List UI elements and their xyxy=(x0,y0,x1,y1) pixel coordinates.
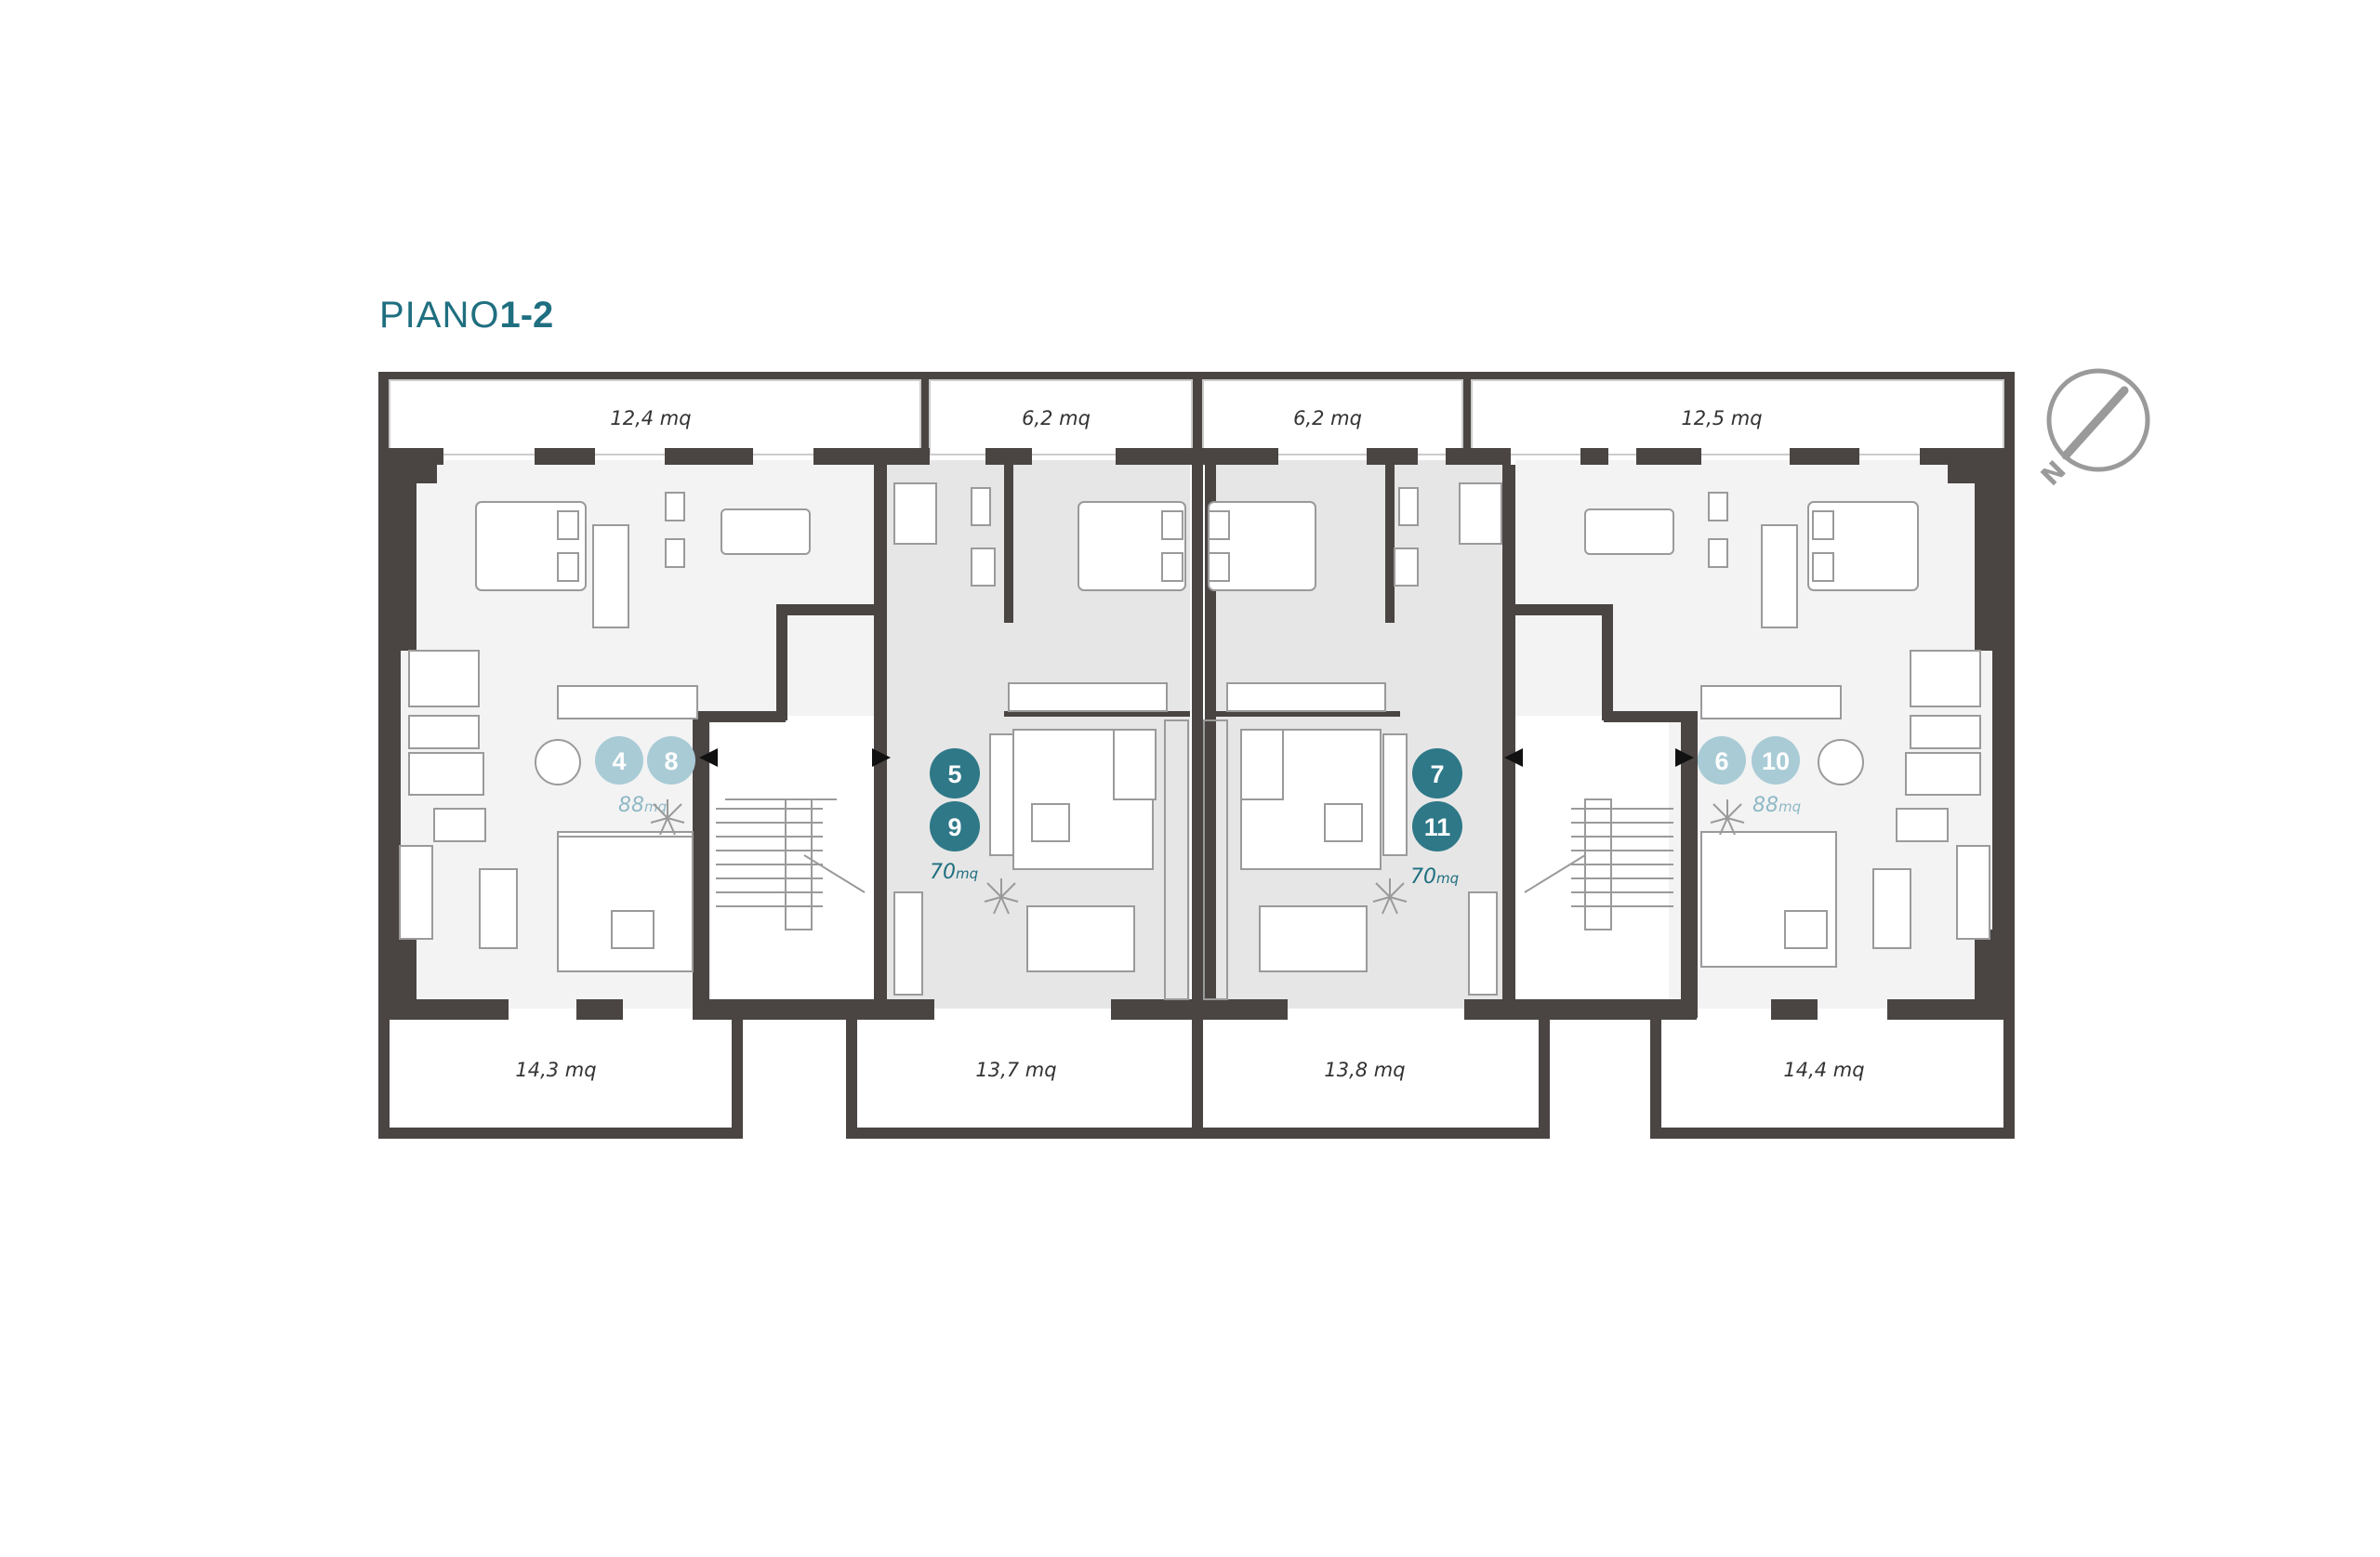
unit-badge-4[interactable]: 4 xyxy=(595,736,643,785)
unit-size-east: 88mq xyxy=(1752,794,1801,817)
stairwell-west xyxy=(711,716,874,999)
west-apartment-furniture xyxy=(399,492,866,972)
north-arrow-icon: N xyxy=(2035,368,2150,492)
terrace-area-bottom-3: 13,8 mq xyxy=(1324,1059,1405,1081)
center-west-furniture xyxy=(893,482,1189,1000)
svg-text:11: 11 xyxy=(1424,813,1451,841)
center-east-furniture xyxy=(1203,482,1502,1000)
bottom-terraces xyxy=(378,1018,2015,1139)
entry-arrow-east xyxy=(1675,748,1694,767)
entry-arrow-center-west xyxy=(872,748,891,767)
svg-text:4: 4 xyxy=(612,747,626,775)
svg-text:7: 7 xyxy=(1430,760,1444,788)
terrace-area-bottom-2: 13,7 mq xyxy=(975,1059,1056,1081)
svg-text:8: 8 xyxy=(664,747,678,775)
terrace-area-bottom-1: 14,3 mq xyxy=(515,1059,596,1081)
terrace-area-top-1: 12,4 mq xyxy=(610,407,691,429)
unit-badge-5[interactable]: 5 xyxy=(930,748,980,798)
unit-size-center-east: 70mq xyxy=(1410,865,1459,889)
unit-badge-9[interactable]: 9 xyxy=(930,801,980,851)
svg-text:9: 9 xyxy=(947,813,961,841)
unit-badge-11[interactable]: 11 xyxy=(1412,801,1462,851)
stairwell-east xyxy=(1506,716,1669,999)
unit-badge-8[interactable]: 8 xyxy=(647,736,695,785)
unit-badge-6[interactable]: 6 xyxy=(1698,736,1746,785)
terrace-area-bottom-4: 14,4 mq xyxy=(1783,1059,1864,1081)
top-terraces xyxy=(378,372,2015,455)
east-apartment-furniture xyxy=(1524,492,1990,968)
building-walls xyxy=(378,448,2015,1020)
terrace-area-top-2: 6,2 mq xyxy=(1022,407,1091,429)
unit-badge-7[interactable]: 7 xyxy=(1412,748,1462,798)
svg-text:6: 6 xyxy=(1714,747,1728,775)
unit-size-center-west: 70mq xyxy=(930,861,978,884)
plan-title: PIANO1-2 xyxy=(379,295,553,336)
svg-text:5: 5 xyxy=(947,760,961,788)
terrace-area-top-4: 12,5 mq xyxy=(1681,407,1762,429)
plant-icon xyxy=(650,799,1745,915)
unit-badge-10[interactable]: 10 xyxy=(1752,736,1800,785)
svg-text:10: 10 xyxy=(1762,747,1790,775)
entry-arrow-west xyxy=(699,748,718,767)
entry-arrow-center-east xyxy=(1504,748,1523,767)
terrace-area-top-3: 6,2 mq xyxy=(1293,407,1362,429)
